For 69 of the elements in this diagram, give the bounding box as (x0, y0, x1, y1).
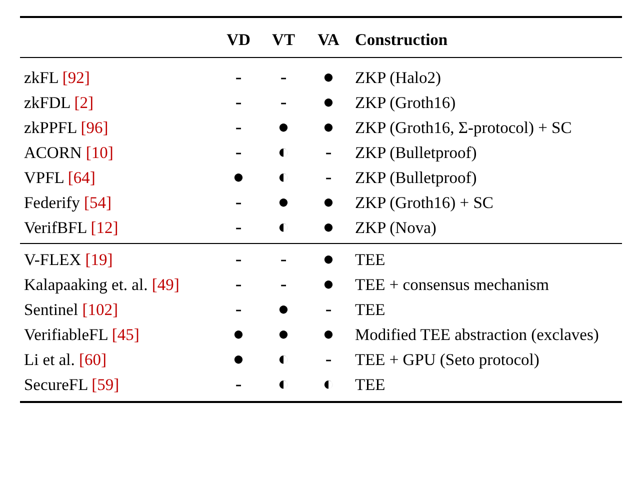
rating-symbol: ◐ (278, 142, 290, 163)
rating-symbol: - (325, 167, 332, 188)
rating-symbol: - (235, 117, 242, 138)
rating-symbol: - (280, 92, 287, 113)
rating-symbol: ● (278, 192, 290, 213)
rating-symbol: - (325, 299, 332, 320)
column-header: VD (226, 30, 250, 49)
column-header: VA (318, 30, 340, 49)
rating-symbol: ◐ (278, 374, 290, 395)
method-name: zkFDL [2] (24, 93, 94, 112)
rating-symbol: - (280, 274, 287, 295)
rating-symbol: - (280, 249, 287, 270)
rating-symbol: - (235, 192, 242, 213)
rating-symbol: ◐ (322, 374, 334, 395)
rating-symbol: ● (278, 324, 290, 345)
rating-symbol: ● (232, 167, 244, 188)
rating-symbol: ● (322, 92, 334, 113)
rating-symbol: ● (322, 324, 334, 345)
construction-text: Modified TEE abstraction (exclaves) (355, 325, 599, 344)
method-name: Kalapaaking et. al. [49] (24, 275, 180, 294)
construction-text: ZKP (Nova) (355, 218, 436, 237)
rating-symbol: ● (232, 349, 244, 370)
rating-symbol: - (235, 67, 242, 88)
rating-symbol: ● (322, 274, 334, 295)
rating-symbol: ● (278, 117, 290, 138)
construction-text: ZKP (Halo2) (355, 68, 441, 87)
method-name: Li et al. [60] (24, 350, 106, 369)
construction-text: TEE + consensus mechanism (355, 275, 549, 294)
rating-symbol: ● (322, 217, 334, 238)
construction-text: ZKP (Bulletproof) (355, 143, 477, 162)
rating-symbol: - (235, 274, 242, 295)
rating-symbol: ● (322, 67, 334, 88)
method-name: VPFL [64] (24, 168, 96, 187)
construction-text: ZKP (Groth16) + SC (355, 193, 494, 212)
construction-text: TEE + GPU (Seto protocol) (355, 350, 540, 369)
rating-symbol: ◐ (278, 167, 290, 188)
method-name: zkPPFL [96] (24, 118, 108, 137)
construction-text: ZKP (Bulletproof) (355, 168, 477, 187)
construction-text: TEE (355, 250, 386, 269)
construction-text: TEE (355, 300, 386, 319)
method-name: ACORN [10] (24, 143, 114, 162)
construction-text: TEE (355, 375, 386, 394)
method-name: Federify [54] (24, 193, 112, 212)
rating-symbol: ● (322, 117, 334, 138)
rating-symbol: - (235, 299, 242, 320)
rating-symbol: - (325, 142, 332, 163)
rating-symbol: ◐ (278, 217, 290, 238)
method-name: V-FLEX [19] (24, 250, 113, 269)
rating-symbol: - (235, 142, 242, 163)
rating-symbol: - (235, 217, 242, 238)
rating-symbol: ● (322, 249, 334, 270)
rating-symbol: - (235, 249, 242, 270)
rating-symbol: ● (278, 299, 290, 320)
method-name: VerifiableFL [45] (24, 325, 140, 344)
rating-symbol: - (280, 67, 287, 88)
column-header: VT (272, 30, 295, 49)
rating-symbol: - (325, 349, 332, 370)
rating-symbol: - (235, 374, 242, 395)
rating-symbol: - (235, 92, 242, 113)
method-name: Sentinel [102] (24, 300, 118, 319)
rating-symbol: ● (322, 192, 334, 213)
construction-text: ZKP (Groth16) (355, 93, 456, 112)
construction-text: ZKP (Groth16, Σ-protocol) + SC (355, 118, 572, 137)
method-name: SecureFL [59] (24, 375, 120, 394)
column-header: Construction (355, 30, 448, 49)
rating-symbol: ◐ (278, 349, 290, 370)
method-name: zkFL [92] (24, 68, 90, 87)
method-name: VerifBFL [12] (24, 218, 118, 237)
rating-symbol: ● (232, 324, 244, 345)
